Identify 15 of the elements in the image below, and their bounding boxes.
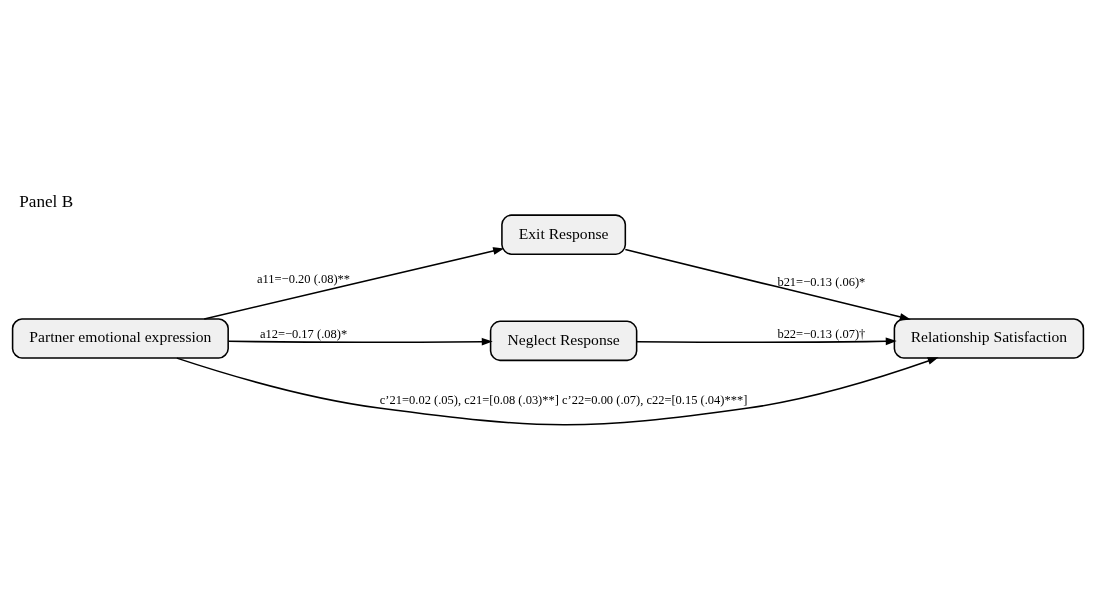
arrow <box>176 356 939 426</box>
edge-label: b21=−0.13 (.06)* <box>777 274 866 289</box>
node-box: Neglect Response <box>489 320 638 361</box>
edge-label: a11=−0.20 (.08)** <box>257 271 351 286</box>
diagram-title: Panel B <box>19 191 74 211</box>
node-box: Relationship Satisfaction <box>893 317 1085 359</box>
node-box: Exit Response <box>501 213 627 255</box>
edge-label: c’21=0.02 (.05), c21=[0.08 (.03)**] c’22=0.00 (.07), c22=[0.15 (.04)***] <box>379 392 748 407</box>
arrow <box>227 337 493 346</box>
arrow <box>203 246 505 320</box>
arrow <box>635 337 897 345</box>
node-box: Partner emotional expression <box>11 317 229 359</box>
edge-label: b22=−0.13 (.07)† <box>777 326 866 341</box>
arrow <box>624 248 911 321</box>
edge-label: a12=−0.17 (.08)* <box>259 326 348 341</box>
